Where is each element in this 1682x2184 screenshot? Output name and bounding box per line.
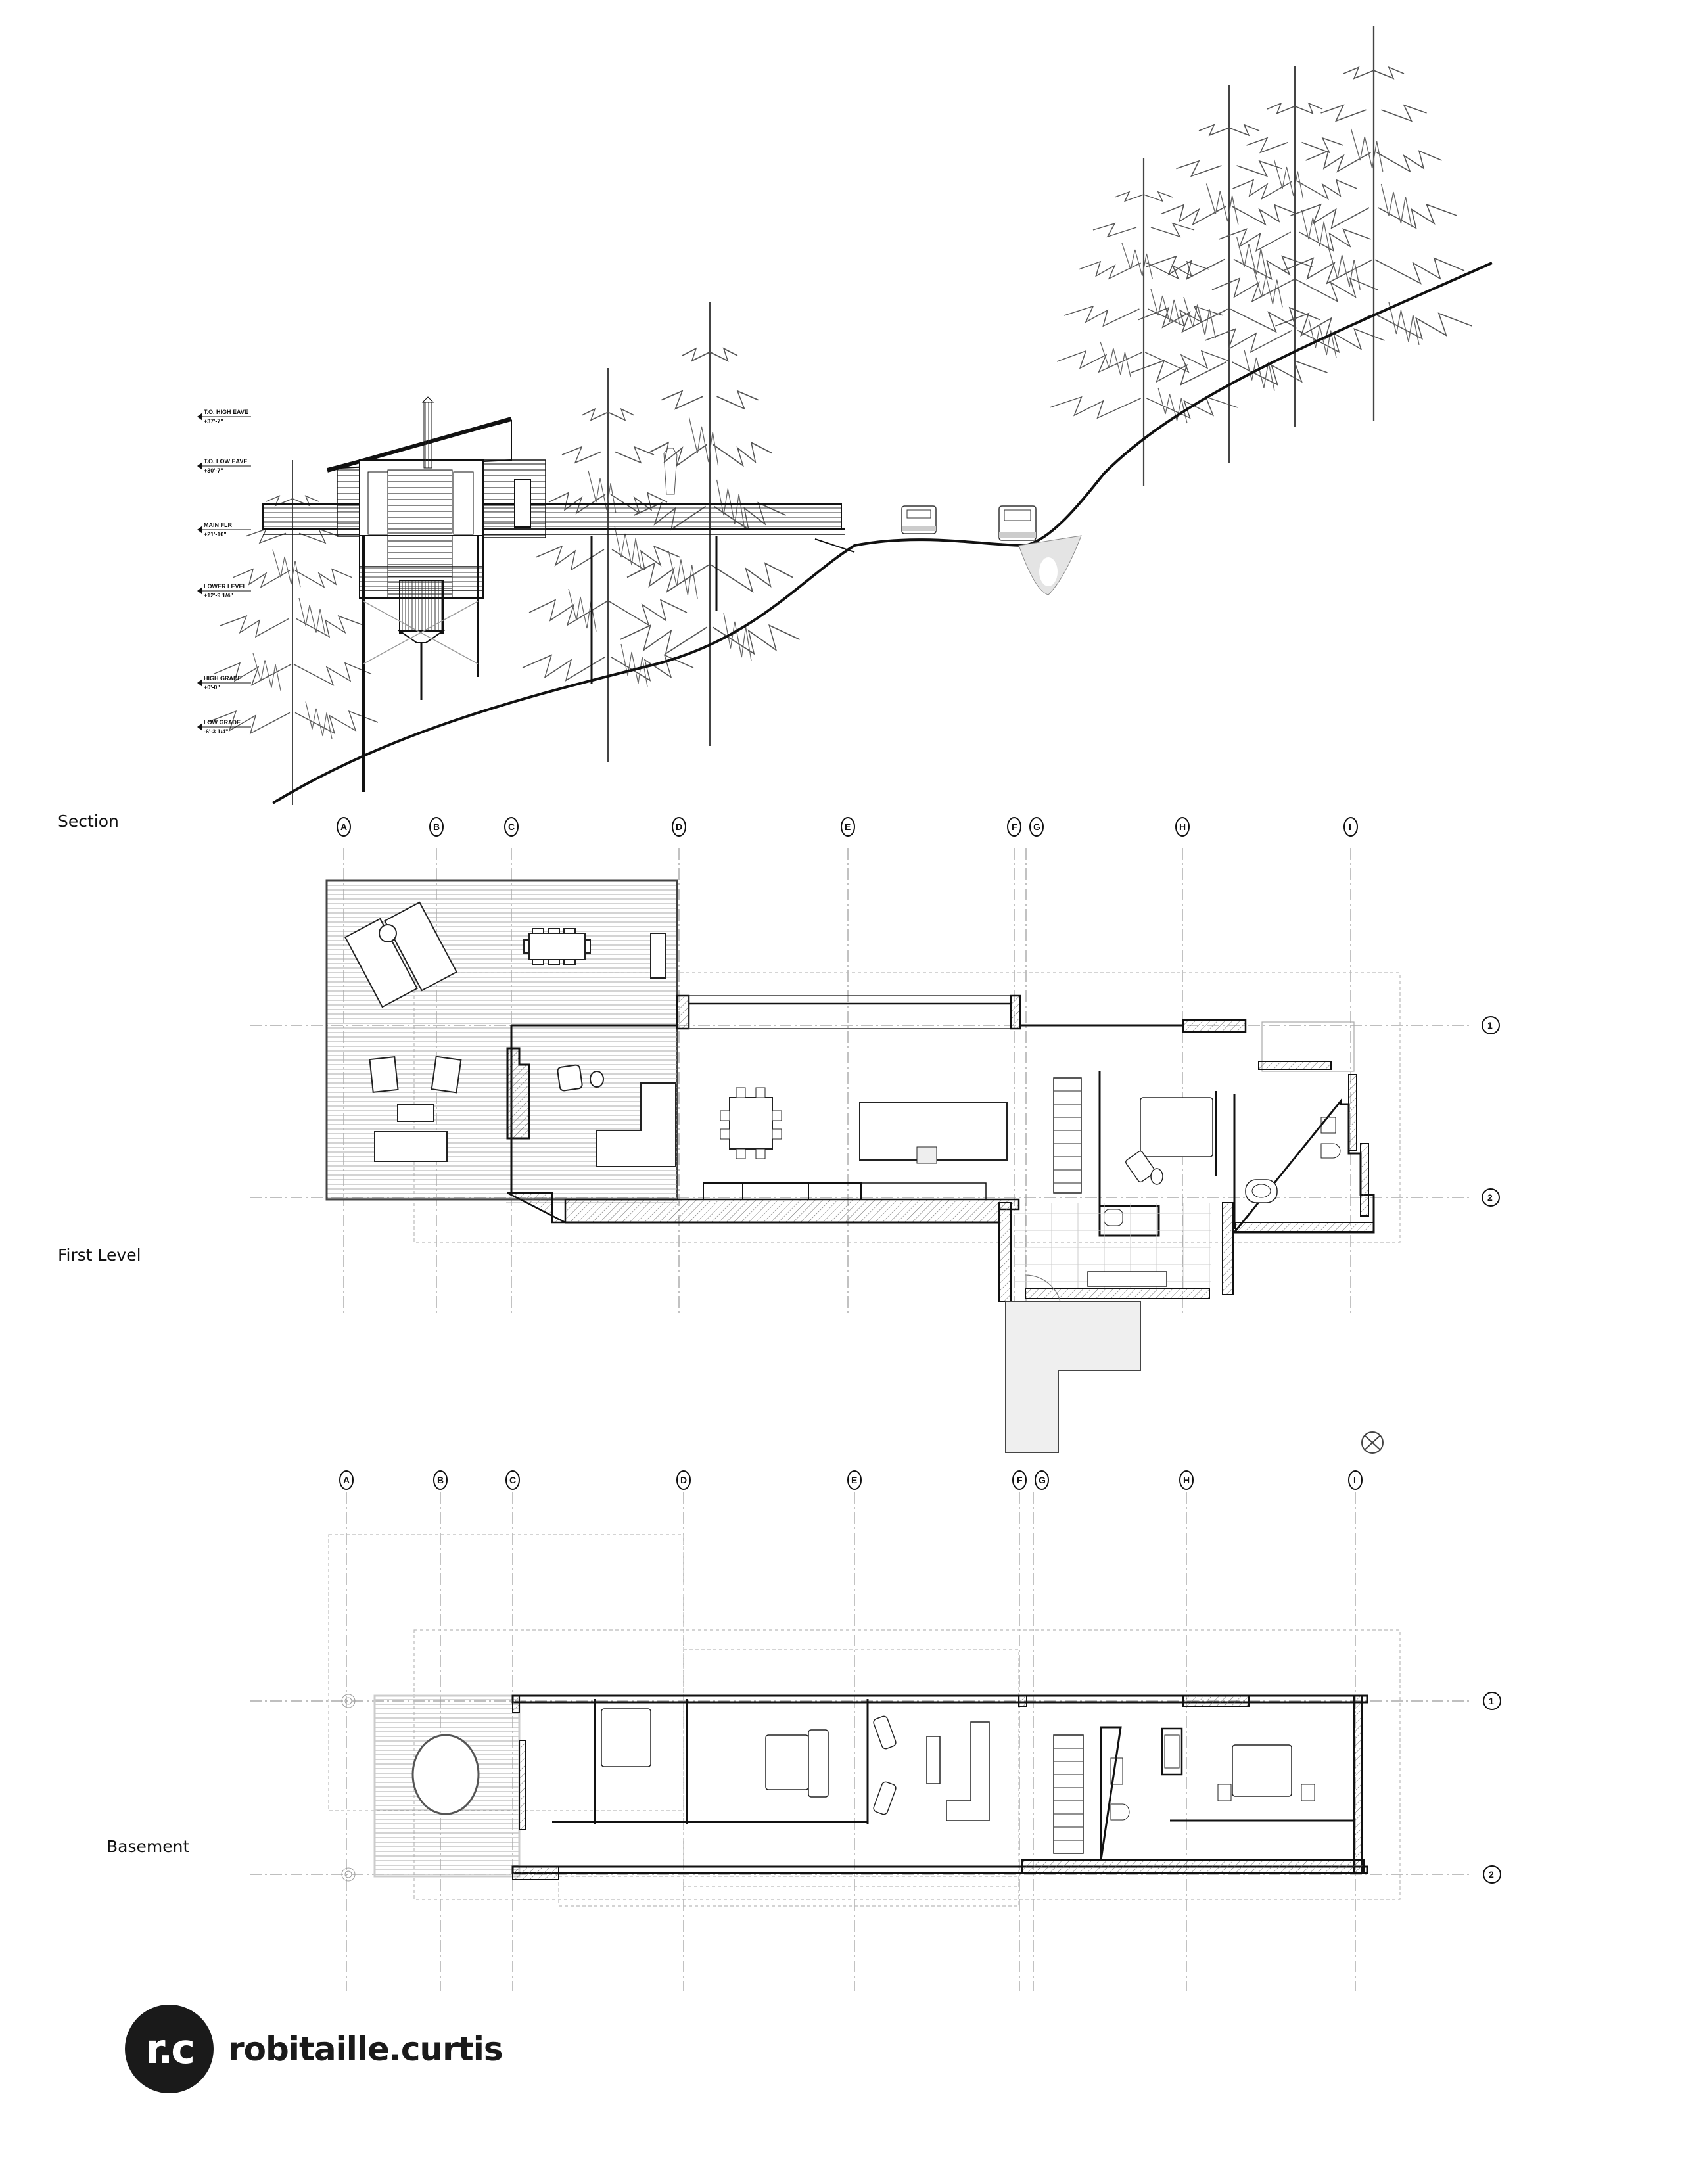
svg-text:T.O. LOW EAVE: T.O. LOW EAVE <box>204 458 247 465</box>
svg-text:F: F <box>1012 822 1017 832</box>
svg-text:E: E <box>845 822 851 832</box>
grid-bubble-i: I <box>1348 1470 1363 1490</box>
grid-bubble-e: E <box>841 817 855 837</box>
svg-text:I: I <box>1353 1475 1356 1485</box>
basement-label: Basement <box>106 1837 190 1856</box>
svg-text:C: C <box>509 1475 516 1485</box>
grid-bubble-g: G <box>1035 1470 1049 1490</box>
svg-text:LOW GRADE: LOW GRADE <box>204 719 241 726</box>
brand-logo: r.c robitaille.curtis <box>125 2005 503 2093</box>
grid-bubble-h: H <box>1175 817 1190 837</box>
level-markers: T.O. HIGH EAVE +37'-7" T.O. LOW EAVE +30'-… <box>197 409 251 735</box>
svg-text:G: G <box>1033 822 1040 832</box>
svg-text:E: E <box>851 1475 857 1485</box>
logo-mark: r.c <box>125 2005 214 2093</box>
grid-bubble-2: 2 <box>1483 1865 1501 1884</box>
grid-bubble-g: G <box>1029 817 1044 837</box>
svg-text:H: H <box>1179 822 1186 832</box>
deck-furniture <box>344 901 666 1162</box>
cabin <box>327 396 546 540</box>
grid-bubble-1: 1 <box>1482 1016 1500 1034</box>
grid-bubble-d: D <box>676 1470 691 1490</box>
svg-text:C: C <box>508 822 515 832</box>
grid-bubble-b: B <box>429 817 444 837</box>
deck-first <box>325 879 678 1201</box>
svg-text:1: 1 <box>1487 1020 1493 1031</box>
svg-text:D: D <box>676 822 682 832</box>
first-level-label: First Level <box>58 1245 141 1265</box>
grid-bubble-e: E <box>847 1470 862 1490</box>
svg-text:HIGH GRADE: HIGH GRADE <box>204 675 242 682</box>
grid-lines-basement <box>250 1492 1472 1991</box>
ground-line <box>271 262 1493 804</box>
grid-bubble-d: D <box>672 817 686 837</box>
north-arrow-icon <box>1361 1431 1384 1454</box>
basement-overhang-outlines <box>328 1534 1401 1907</box>
section-label: Section <box>58 812 119 831</box>
grid-bubble-2: 2 <box>1482 1188 1500 1207</box>
svg-text:+30'-7": +30'-7" <box>204 467 223 474</box>
svg-text:LOWER LEVEL: LOWER LEVEL <box>204 583 247 590</box>
svg-text:B: B <box>433 822 440 832</box>
grid-bubbles-basement: A B C D E F G H I 1 2 <box>339 1470 1501 1884</box>
car-2 <box>998 505 1037 541</box>
svg-text:+0'-0": +0'-0" <box>204 684 220 691</box>
svg-text:2: 2 <box>1489 1869 1494 1880</box>
svg-text:A: A <box>340 822 347 832</box>
svg-text:H: H <box>1183 1475 1190 1485</box>
grid-bubble-c: C <box>504 817 519 837</box>
grid-bubble-1: 1 <box>1483 1692 1501 1710</box>
svg-text:T.O. HIGH EAVE: T.O. HIGH EAVE <box>204 409 248 415</box>
grid-bubble-h: H <box>1179 1470 1194 1490</box>
grid-bubble-a: A <box>337 817 351 837</box>
grid-bubble-c: C <box>505 1470 520 1490</box>
grid-bubble-b: B <box>433 1470 448 1490</box>
svg-text:+37'-7": +37'-7" <box>204 418 223 425</box>
svg-text:1: 1 <box>1489 1696 1494 1706</box>
svg-text:A: A <box>343 1475 350 1485</box>
svg-text:-6'-3 1/4": -6'-3 1/4" <box>204 728 228 735</box>
hot-tub <box>411 1734 480 1815</box>
svg-text:F: F <box>1017 1475 1023 1485</box>
svg-text:+21'-10": +21'-10" <box>204 531 227 538</box>
grid-bubbles-first: A B C D E F G H I 1 2 <box>337 817 1500 1207</box>
svg-text:G: G <box>1039 1475 1046 1485</box>
walls-first <box>506 994 1375 1453</box>
svg-text:D: D <box>680 1475 687 1485</box>
svg-text:2: 2 <box>1487 1192 1493 1203</box>
grid-bubble-i: I <box>1343 817 1358 837</box>
walls-basement <box>511 1694 1368 1880</box>
grid-bubble-a: A <box>339 1470 354 1490</box>
grid-bubble-f: F <box>1007 817 1021 837</box>
brand-name: robitaille.curtis <box>228 2030 503 2068</box>
svg-text:B: B <box>437 1475 444 1485</box>
svg-text:+12'-9 1/4": +12'-9 1/4" <box>204 592 233 599</box>
basement-deck <box>373 1694 521 1878</box>
trees-left <box>206 301 801 806</box>
section-drawing: T.O. HIGH EAVE +37'-7" T.O. LOW EAVE +30'-… <box>197 25 1493 806</box>
car-1 <box>901 505 937 534</box>
lower-level <box>359 448 718 792</box>
trees-right <box>1048 25 1473 488</box>
grid-lines-first <box>250 848 1472 1446</box>
grid-bubble-f: F <box>1012 1470 1027 1490</box>
svg-text:MAIN FLR: MAIN FLR <box>204 522 232 528</box>
svg-text:I: I <box>1349 822 1351 832</box>
